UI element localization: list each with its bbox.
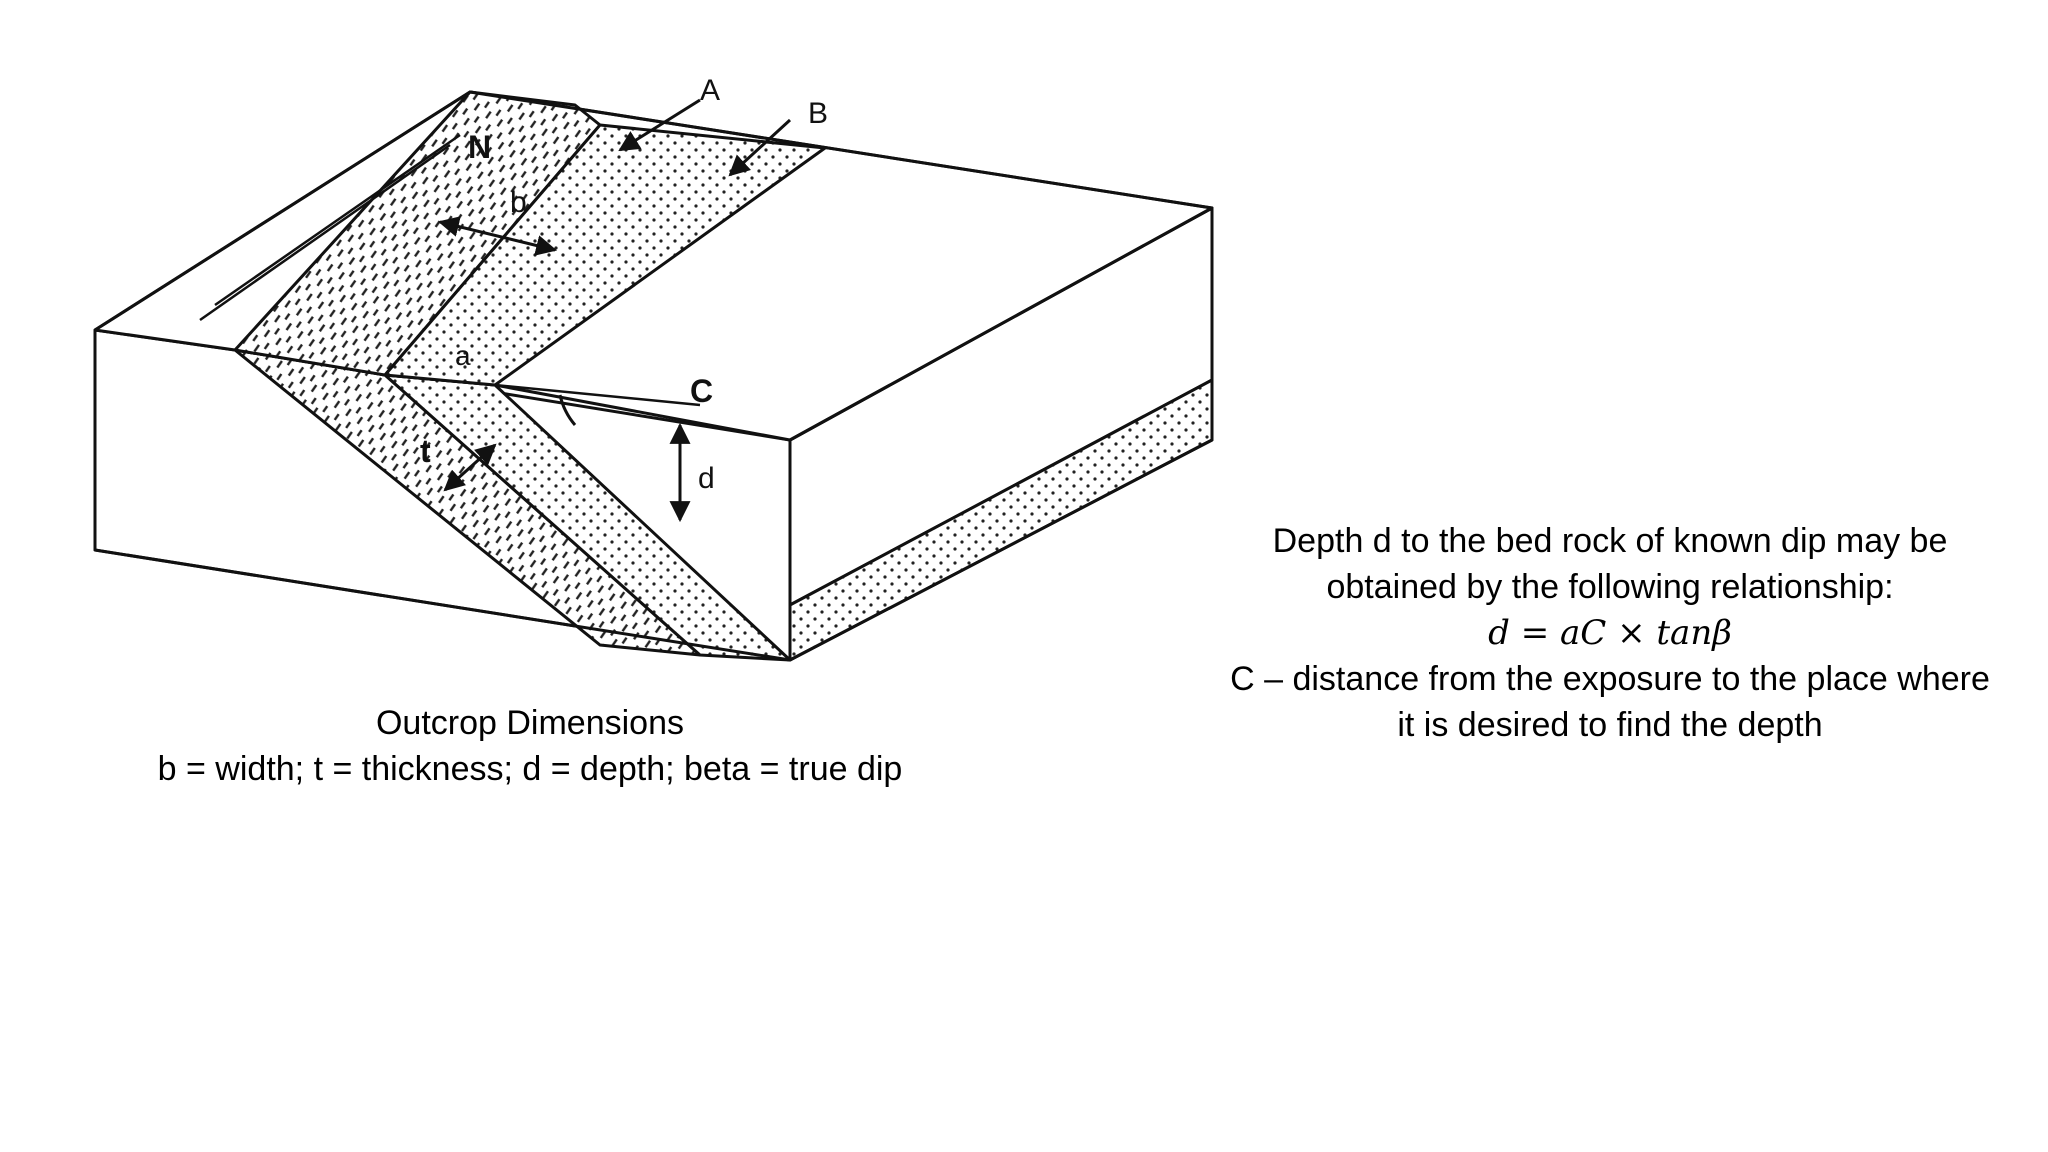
width-arrow	[437, 216, 558, 256]
label-B: B	[808, 97, 828, 130]
note-line-2: obtained by the following relationship:	[1326, 568, 1894, 606]
label-b: b	[510, 186, 527, 219]
note-line-1: Depth d to the bed rock of known dip may…	[1272, 522, 1948, 560]
figure-caption: Outcrop Dimensions b = width; t = thickn…	[100, 700, 960, 792]
label-A: A	[700, 74, 720, 107]
pointer-a	[618, 98, 701, 152]
label-a: a	[455, 340, 471, 371]
note-line-4: it is desired to find the depth	[1397, 706, 1823, 744]
note-line-3: C – distance from the exposure to the pl…	[1230, 660, 1990, 698]
dip-angle-arc	[558, 394, 577, 426]
pointer-b	[728, 118, 792, 177]
depth-formula: d = aC × tanβ	[1488, 613, 1732, 653]
caption-title: Outcrop Dimensions	[375, 704, 684, 742]
label-d: d	[698, 462, 715, 495]
outcrop-block-diagram: A B C N b a t d	[93, 74, 1214, 662]
thickness-arrow	[443, 443, 497, 492]
label-t: t	[420, 433, 431, 469]
caption-legend: b = width; t = thickness; d = depth; bet…	[157, 750, 903, 788]
depth-explanation: Depth d to the bed rock of known dip may…	[1200, 518, 2020, 748]
shale-bed-outcrop	[233, 90, 602, 377]
label-C: C	[690, 373, 713, 409]
label-N: N	[468, 129, 491, 165]
